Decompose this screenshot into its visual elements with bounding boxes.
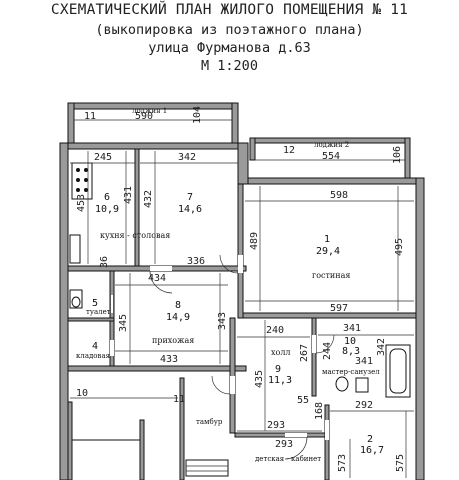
dim-11-top: 11 xyxy=(84,111,96,122)
exterior-walls xyxy=(59,142,425,480)
dim-245: 245 xyxy=(94,152,112,163)
dim-434: 434 xyxy=(148,273,166,284)
loggia-2-label: лоджия 2 xyxy=(314,141,349,149)
dim-342: 342 xyxy=(178,152,196,163)
dim-343: 343 xyxy=(217,312,228,330)
room-5-number: 5 xyxy=(92,298,98,309)
dim-267: 267 xyxy=(299,344,310,362)
door-swings xyxy=(149,254,335,460)
room-9-number: 9 xyxy=(275,364,281,375)
room-6-number: 6 xyxy=(104,192,110,203)
dim-597: 597 xyxy=(330,303,348,314)
toilet-icon xyxy=(69,289,83,309)
kitchen-sink-icon xyxy=(69,234,81,264)
dim-336: 336 xyxy=(187,256,205,267)
plan-scale: М 1:200 xyxy=(201,58,258,74)
dim-240: 240 xyxy=(266,325,284,336)
dim-106: 106 xyxy=(392,146,403,164)
room-10-name: мастер-санузел xyxy=(322,368,380,376)
room-7-number: 7 xyxy=(187,192,193,203)
room-6-name: кухня - столовая xyxy=(100,231,170,240)
dim-433: 433 xyxy=(160,354,178,365)
dim-12: 12 xyxy=(283,145,295,156)
dim-345: 345 xyxy=(118,314,129,332)
room-9-name: холл xyxy=(271,348,291,357)
door-openings xyxy=(110,255,329,440)
lower-left-walls xyxy=(67,401,145,480)
dim-453: 453 xyxy=(76,194,87,212)
dimension-lines xyxy=(70,151,414,478)
loggia-1: 11 590 104 лоджия 1 xyxy=(67,102,239,144)
dim-292: 292 xyxy=(355,400,373,411)
dim-598: 598 xyxy=(330,190,348,201)
dim-341-top: 341 xyxy=(343,323,361,334)
room-8-number: 8 xyxy=(175,300,181,311)
loggia-1-label: лоджия 1 xyxy=(132,107,167,115)
room-6-area: 10,9 xyxy=(95,204,119,215)
dim-573: 573 xyxy=(337,454,348,472)
dim-554: 554 xyxy=(322,151,340,162)
dim-10: 10 xyxy=(76,388,88,399)
room-8-name: прихожая xyxy=(152,336,194,345)
dim-36: 36 xyxy=(99,256,110,268)
dim-244: 244 xyxy=(322,342,333,360)
dim-293-a: 293 xyxy=(267,420,285,431)
dim-342-v: 342 xyxy=(376,338,387,356)
stair-steps xyxy=(185,459,229,477)
dim-435: 435 xyxy=(254,370,265,388)
room-10-area: 8,3 xyxy=(342,346,360,357)
room-10-number: 10 xyxy=(344,336,356,347)
room-5-name: туалет xyxy=(86,308,111,316)
vestibule-name: тамбур xyxy=(196,418,223,426)
room-2-number: 2 xyxy=(367,434,373,445)
room-8-area: 14,9 xyxy=(166,312,190,323)
plan-subtitle: (выкопировка из поэтажного плана) xyxy=(95,22,364,38)
bathtub-icon xyxy=(385,344,411,398)
room-4-number: 4 xyxy=(92,341,98,352)
room-7-area: 14,6 xyxy=(178,204,202,215)
room-1-number: 1 xyxy=(324,234,330,245)
dim-489: 489 xyxy=(249,232,260,250)
dim-575: 575 xyxy=(395,454,406,472)
room-2-name: детская - кабинет xyxy=(255,455,321,463)
dim-11-left: 11 xyxy=(173,394,185,405)
dim-495: 495 xyxy=(394,238,405,256)
dim-432: 432 xyxy=(143,190,154,208)
dim-104: 104 xyxy=(192,106,203,124)
room-1-name: гостиная xyxy=(312,271,350,280)
washbasin-icon xyxy=(335,376,369,393)
plan-address: улица Фурманова д.63 xyxy=(148,40,311,56)
dim-293-b: 293 xyxy=(275,439,293,450)
kitchen-stove-icon xyxy=(71,162,93,200)
dim-341-room10: 341 xyxy=(355,356,373,367)
dim-168: 168 xyxy=(314,402,325,420)
room-1-area: 29,4 xyxy=(316,246,340,257)
loggia-2: 12 554 106 лоджия 2 xyxy=(249,137,411,179)
room-2-area: 16,7 xyxy=(360,445,384,456)
plan-title: СХЕМАТИЧЕСКИЙ ПЛАН ЖИЛОГО ПОМЕЩЕНИЯ № 11 xyxy=(50,2,409,18)
dim-55: 55 xyxy=(297,395,309,406)
room-4-name: кладовая xyxy=(76,352,111,360)
dim-590: 590 xyxy=(135,111,153,122)
dim-431: 431 xyxy=(123,186,134,204)
room-9-area: 11,3 xyxy=(268,375,292,386)
